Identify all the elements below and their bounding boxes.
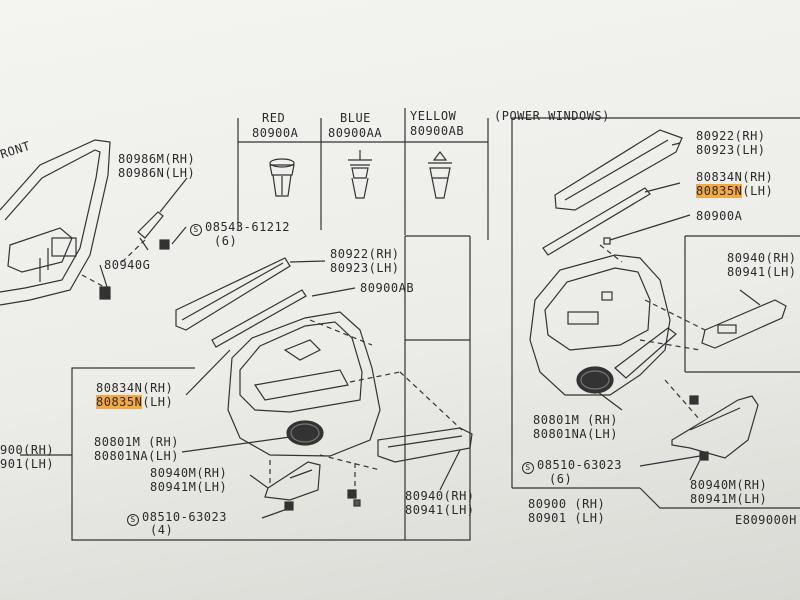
label-80941M-left: 80941M(LH): [150, 480, 228, 494]
label-80940-right: 80940(RH): [727, 251, 797, 265]
label-80900-right: 80900 (RH): [528, 497, 606, 511]
label-screw-08543-qty: (6): [214, 234, 238, 248]
label-80940M-left: 80940M(RH): [150, 466, 228, 480]
left-armrest-80940M-drawing: [264, 461, 321, 501]
right-door-panel-drawing: [529, 254, 671, 396]
clip-yellow-icon: [428, 151, 452, 199]
right-strip-80834-drawing: [542, 187, 651, 256]
assembly-dash-lines: [81, 239, 706, 486]
power-windows-heading: (POWER WINDOWS): [494, 109, 610, 123]
clip-yellow-part: 80900AB: [410, 124, 465, 138]
label-screw-08510-right-qty: (6): [549, 472, 573, 486]
clip-80900A-icon: [603, 237, 611, 245]
highlight-80835N-right: 80835N: [696, 184, 743, 198]
clip-blue-color: BLUE: [340, 111, 371, 125]
clip-yellow-color: YELLOW: [410, 109, 457, 123]
right-garnish-80922-drawing: [554, 129, 683, 211]
label-80801M-right: 80801M (RH): [533, 413, 618, 427]
label-80940G: 80940G: [104, 258, 151, 272]
right-armrest-80940M-drawing: [671, 395, 759, 459]
label-80901-left: 901(LH): [0, 457, 55, 471]
screw-08510-left-icon: [284, 489, 361, 511]
label-80801NA-left: 80801NA(LH): [94, 449, 179, 463]
label-80922-right: 80922(RH): [696, 129, 766, 143]
left-door-panel-drawing: [227, 311, 381, 457]
s-symbol-icon: S: [127, 514, 139, 526]
s-symbol-icon: S: [522, 462, 534, 474]
label-80941M-right: 80941M(LH): [690, 492, 768, 506]
power-window-switch-80940-drawing: [701, 299, 787, 349]
label-80941-left: 80941(LH): [405, 503, 475, 517]
clip-80940G-icon: [99, 286, 111, 300]
garnish-80986-drawing: [137, 211, 164, 251]
label-80900AB: 80900AB: [360, 281, 415, 295]
clip-red-color: RED: [262, 111, 286, 125]
image-code: E809000H: [735, 513, 797, 527]
leader-lines: [20, 142, 761, 519]
label-80835N-left: 80835N(LH): [96, 395, 174, 409]
label-80900-left: 900(RH): [0, 443, 55, 457]
clip-red-part: 80900A: [252, 126, 299, 140]
label-80834N-left: 80834N(RH): [96, 381, 174, 395]
label-80834N-right: 80834N(RH): [696, 170, 774, 184]
screw-08543-icon: [159, 239, 170, 250]
clip-color-table: [237, 108, 489, 240]
highlight-80835N-left: 80835N: [96, 395, 143, 409]
left-pocket-80940-drawing: [377, 427, 473, 463]
label-80940-left: 80940(RH): [405, 489, 475, 503]
label-80923-left: 80923(LH): [330, 261, 400, 275]
label-80835N-right: 80835N(LH): [696, 184, 774, 198]
right-section-frame: [511, 117, 800, 509]
clip-blue-part: 80900AA: [328, 126, 383, 140]
label-80801M-left: 80801M (RH): [94, 435, 179, 449]
label-80922-left: 80922(RH): [330, 247, 400, 261]
label-screw-08510-left-qty: (4): [150, 523, 174, 537]
label-80941-right: 80941(LH): [727, 265, 797, 279]
label-80901-right: 80901 (LH): [528, 511, 606, 525]
label-80986N: 80986N(LH): [118, 166, 196, 180]
left-section-frame: [71, 235, 471, 541]
label-80923-right: 80923(LH): [696, 143, 766, 157]
s-symbol-icon: S: [190, 224, 202, 236]
left-garnish-80922-drawing: [175, 257, 291, 331]
front-door-frame-drawing: [0, 139, 111, 306]
label-80900A-right: 80900A: [696, 209, 743, 223]
clip-blue-icon: [348, 150, 372, 199]
left-strip-80834-drawing: [211, 289, 307, 348]
label-80940M-right: 80940M(RH): [690, 478, 768, 492]
label-80801NA-right: 80801NA(LH): [533, 427, 618, 441]
label-80986M: 80986M(RH): [118, 152, 196, 166]
clip-red-icon: [269, 158, 295, 197]
